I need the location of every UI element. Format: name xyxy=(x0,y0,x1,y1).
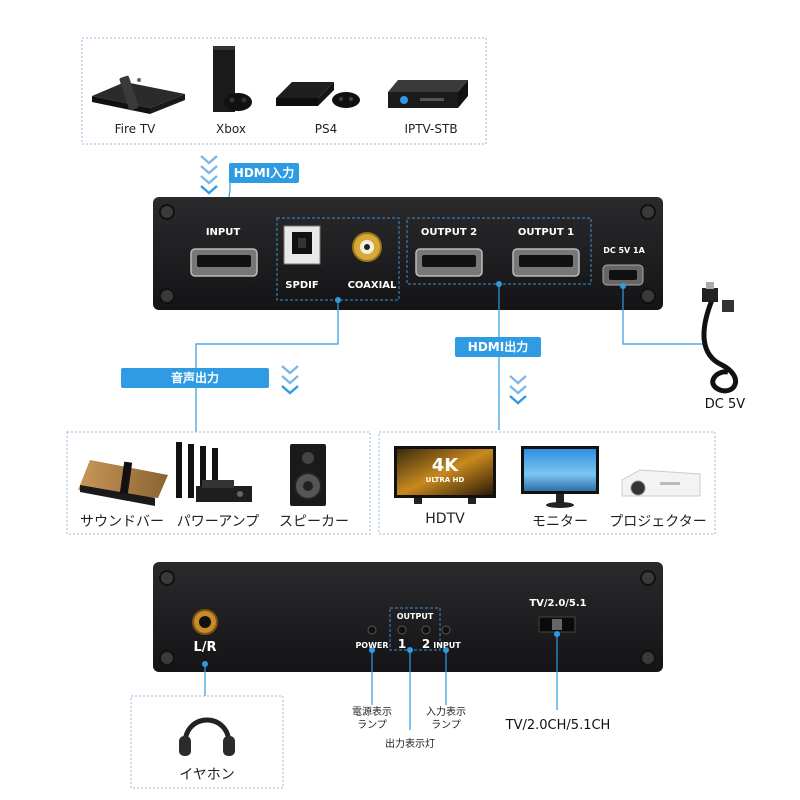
audio-label-speaker: スピーカー xyxy=(279,514,349,530)
input-lamp-line1: 入力表示 xyxy=(426,707,466,718)
hdmi-output-tag: HDMI出力 xyxy=(455,337,541,357)
audio-mode-switch-label: TV/2.0/5.1 xyxy=(529,598,587,609)
output2-label: OUTPUT 2 xyxy=(420,227,478,238)
dc-cable-label: DC 5V xyxy=(704,397,746,412)
ps4-console-icon xyxy=(276,82,360,108)
projector-icon xyxy=(621,469,701,497)
audio-label-power-amp: パワーアンプ xyxy=(176,514,260,530)
hdmi-out-chevrons xyxy=(509,375,527,405)
monitor-icon xyxy=(521,446,599,508)
output-led-2-label: 2 xyxy=(421,637,431,651)
input-lamp-callout: 入力表示 ランプ xyxy=(417,706,475,732)
output-led-1-label: 1 xyxy=(397,637,407,651)
speaker-icon xyxy=(290,444,326,506)
soundbar-icon xyxy=(78,460,168,506)
back-output-label: OUTPUT xyxy=(396,612,434,621)
headphone-icon xyxy=(179,717,235,756)
input-lamp-line2: ランプ xyxy=(431,720,461,731)
audio-chevrons xyxy=(281,365,299,395)
hdmi-input-tag: HDMI入力 xyxy=(229,163,299,183)
device-label-ps4: PS4 xyxy=(314,122,338,136)
tv-4k-badge: 4K xyxy=(431,455,459,476)
power-lamp-line1: 電源表示 xyxy=(352,707,392,718)
output-lamp-callout: 出力表示灯 xyxy=(385,739,435,750)
xbox-console-icon xyxy=(213,46,252,112)
set-top-box-icon xyxy=(388,80,468,108)
dc-power-label: DC 5V 1A xyxy=(603,246,645,255)
power-led-label: POWER xyxy=(355,641,389,650)
audio-label-soundbar: サウンドバー xyxy=(80,514,164,530)
back-connector-lines xyxy=(204,632,558,730)
headphone-box xyxy=(130,695,284,789)
power-lamp-line2: ランプ xyxy=(357,720,387,731)
lr-label: L/R xyxy=(193,640,217,655)
device-label-fire-tv: Fire TV xyxy=(114,122,156,136)
power-amp-icon xyxy=(176,442,252,502)
switch-caption: TV/2.0CH/5.1CH xyxy=(505,718,611,733)
device-label-iptv-stb: IPTV-STB xyxy=(404,122,458,136)
audio-output-tag: 音声出力 xyxy=(121,368,269,388)
headphone-label: イヤホン xyxy=(179,767,235,783)
back-input-led-label: INPUT xyxy=(433,641,461,650)
coaxial-label: COAXIAL xyxy=(347,280,397,291)
spdif-label: SPDIF xyxy=(285,280,319,291)
hdmi-label-hdtv: HDTV xyxy=(425,511,465,527)
hdmi-label-monitor: モニター xyxy=(532,514,588,530)
fire-tv-icon xyxy=(92,75,185,114)
input-chevrons xyxy=(200,155,218,195)
front-input-label: INPUT xyxy=(205,227,241,238)
hdmi-label-projector: プロジェクター xyxy=(609,514,707,530)
tv-ultra-hd-badge: ULTRA HD xyxy=(425,476,465,484)
front-connector-lines xyxy=(195,284,705,438)
dc-cable-icon xyxy=(701,282,738,394)
device-label-xbox: Xbox xyxy=(216,122,246,136)
power-lamp-callout: 電源表示 ランプ xyxy=(343,706,401,732)
front-panel xyxy=(153,197,663,310)
hdtv-icon xyxy=(394,446,496,504)
output1-label: OUTPUT 1 xyxy=(517,227,575,238)
back-panel xyxy=(153,562,663,672)
